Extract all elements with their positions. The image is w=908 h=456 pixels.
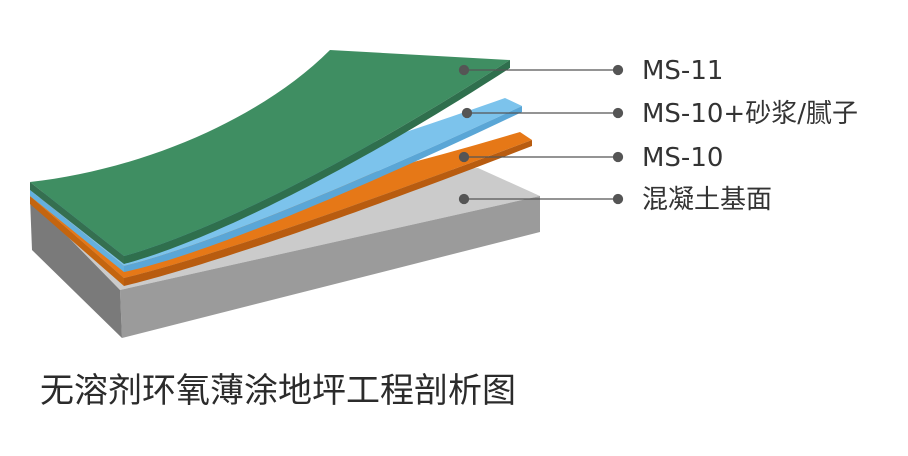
blue-layer-side — [30, 190, 124, 272]
concrete-front-face — [120, 196, 540, 338]
diagram-caption: 无溶剂环氧薄涂地坪工程剖析图 — [40, 371, 516, 411]
leader-dot-ms10-end — [612, 151, 624, 163]
blue-layer-edge — [124, 106, 522, 272]
leader-lines — [458, 64, 624, 205]
leader-dot-ms10-mortar-end — [612, 107, 624, 119]
orange-layer-edge — [124, 140, 532, 286]
orange-layer-side — [30, 196, 124, 286]
concrete-side-face — [30, 198, 122, 338]
layer-label-concrete: 混凝土基面 — [642, 185, 773, 215]
leader-dot-concrete-start — [458, 193, 470, 205]
leader-dot-ms11-start — [458, 64, 470, 76]
layer-label-ms11: MS-11 — [642, 56, 724, 86]
leader-dot-concrete-end — [612, 193, 624, 205]
layer-label-ms10-mortar: MS-10+砂浆/腻子 — [642, 99, 858, 129]
green-layer-side — [30, 182, 124, 264]
leader-dot-ms11-end — [612, 64, 624, 76]
leader-dot-ms10-mortar-start — [461, 107, 473, 119]
green-layer-edge — [124, 60, 510, 264]
layer-label-ms10: MS-10 — [642, 143, 724, 173]
leader-dot-ms10-start — [458, 151, 470, 163]
green-layer-top — [30, 50, 510, 256]
